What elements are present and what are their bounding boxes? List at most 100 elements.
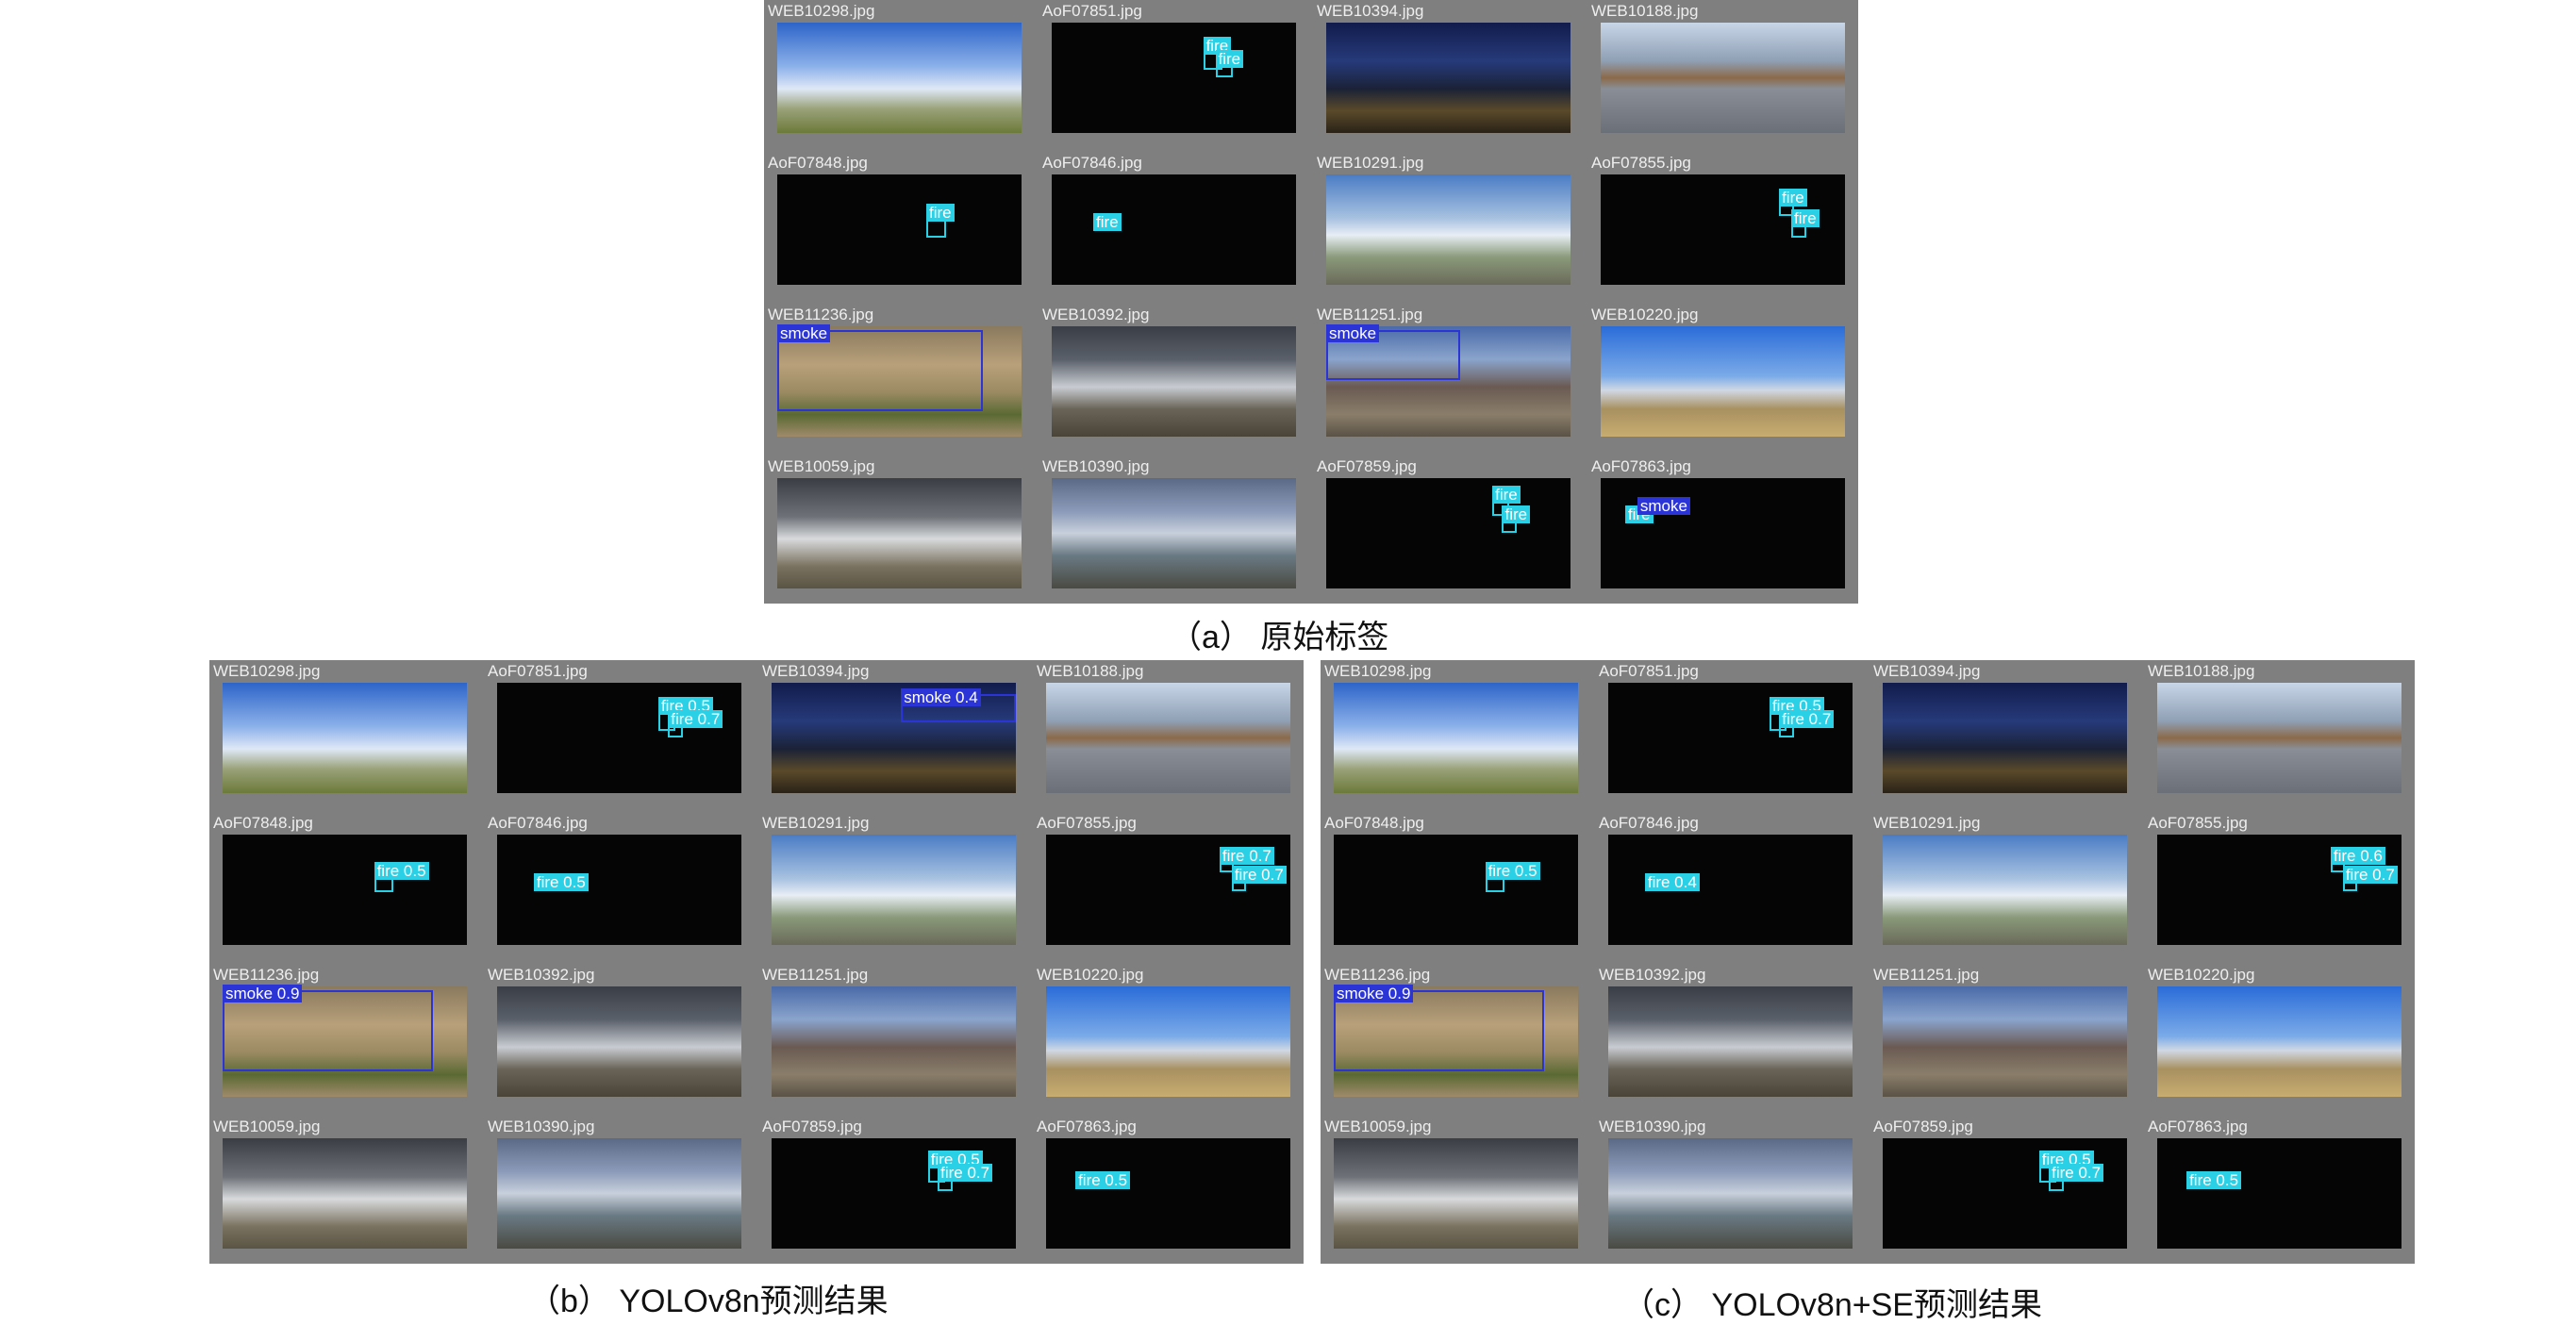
tile-photo xyxy=(1046,1138,1290,1249)
tile-filename: AoF07848.jpg xyxy=(213,814,313,832)
image-tile: AoF07863.jpgfiresmoke xyxy=(1587,455,1858,604)
tile-filename: WEB10059.jpg xyxy=(213,1118,321,1135)
tile-photo xyxy=(1608,1138,1853,1249)
image-tile: WEB11251.jpg xyxy=(1870,964,2140,1112)
smoke-label: smoke 0.9 xyxy=(1334,984,1414,1002)
image-tile: AoF07848.jpg fire 0.5 xyxy=(209,812,480,960)
tile-filename: WEB10390.jpg xyxy=(488,1118,595,1135)
tile-filename: AoF07846.jpg xyxy=(1599,814,1699,832)
smoke-label: smoke 0.4 xyxy=(901,687,981,706)
tile-photo xyxy=(2157,1138,2401,1249)
tile-photo xyxy=(1601,23,1845,133)
tile-filename: WEB10188.jpg xyxy=(1591,2,1699,20)
fire-label: fire 0.6 xyxy=(2330,846,2385,865)
fire-label: fire xyxy=(1502,505,1531,524)
image-tile: WEB10394.jpg smoke 0.4 xyxy=(758,660,1029,808)
fire-label: fire 0.5 xyxy=(1485,862,1540,881)
tile-photo xyxy=(1052,23,1296,133)
tile-photo xyxy=(1326,478,1571,588)
fire-label: fire 0.7 xyxy=(1231,865,1287,884)
tile-photo xyxy=(1046,683,1290,793)
tile-photo xyxy=(2157,683,2401,793)
tile-filename: WEB10291.jpg xyxy=(1317,154,1424,172)
tile-filename: AoF07859.jpg xyxy=(1317,457,1417,475)
tile-filename: WEB10390.jpg xyxy=(1599,1118,1706,1135)
image-tile: WEB10298.jpg xyxy=(764,0,1035,148)
tile-photo xyxy=(1326,23,1571,133)
caption-c: （c） YOLOv8n+SE预测结果 xyxy=(1622,1287,2042,1323)
fire-label: fire xyxy=(1779,189,1807,207)
tile-photo xyxy=(223,835,467,945)
tile-filename: WEB10188.jpg xyxy=(1037,662,1144,680)
caption-a: （a） 原始标签 xyxy=(1170,620,1389,655)
tile-filename: WEB10059.jpg xyxy=(768,457,875,475)
tile-filename: WEB11236.jpg xyxy=(213,966,320,984)
tile-photo xyxy=(1326,326,1571,437)
smoke-label: smoke xyxy=(1326,323,1380,342)
tile-filename: AoF07855.jpg xyxy=(1037,814,1137,832)
tile-filename: WEB10220.jpg xyxy=(1591,306,1699,323)
tile-filename: WEB10188.jpg xyxy=(2148,662,2255,680)
image-tile: WEB10220.jpg xyxy=(1033,964,1304,1112)
tile-filename: AoF07846.jpg xyxy=(488,814,588,832)
tile-filename: AoF07863.jpg xyxy=(1037,1118,1137,1135)
image-tile: WEB10188.jpg xyxy=(1033,660,1304,808)
tile-photo xyxy=(223,1138,467,1249)
smoke-bounding-box xyxy=(777,329,983,412)
tile-photo xyxy=(1601,478,1845,588)
fire-label: fire xyxy=(1215,50,1244,69)
tile-filename: WEB10394.jpg xyxy=(1873,662,1981,680)
tile-photo xyxy=(1052,326,1296,437)
image-tile: WEB10298.jpg xyxy=(1321,660,1591,808)
tile-filename: WEB10220.jpg xyxy=(2148,966,2255,984)
image-tile: WEB10059.jpg xyxy=(209,1116,480,1264)
image-tile: WEB10298.jpg xyxy=(209,660,480,808)
tile-filename: WEB11251.jpg xyxy=(1873,966,1980,984)
tile-photo xyxy=(1334,1138,1578,1249)
tile-photo xyxy=(1334,683,1578,793)
fire-label: fire 0.5 xyxy=(2186,1170,2242,1189)
tile-photo xyxy=(777,478,1022,588)
fire-label: fire xyxy=(1791,209,1820,228)
tile-photo xyxy=(1334,835,1578,945)
image-tile: WEB10390.jpg xyxy=(484,1116,755,1264)
tile-filename: WEB10298.jpg xyxy=(213,662,321,680)
tile-filename: WEB10394.jpg xyxy=(762,662,870,680)
image-tile: WEB10394.jpg xyxy=(1870,660,2140,808)
tile-photo xyxy=(1883,986,2127,1097)
image-tile: WEB10392.jpg xyxy=(1595,964,1866,1112)
image-tile: WEB11251.jpg xyxy=(758,964,1029,1112)
tile-filename: AoF07848.jpg xyxy=(768,154,868,172)
tile-filename: AoF07848.jpg xyxy=(1324,814,1424,832)
tile-filename: AoF07863.jpg xyxy=(1591,457,1691,475)
fire-label: fire 0.7 xyxy=(1779,710,1835,729)
tile-filename: AoF07859.jpg xyxy=(762,1118,862,1135)
image-tile: WEB10220.jpg xyxy=(2144,964,2415,1112)
tile-filename: AoF07863.jpg xyxy=(2148,1118,2248,1135)
image-tile: WEB10291.jpg xyxy=(758,812,1029,960)
tile-filename: AoF07859.jpg xyxy=(1873,1118,1973,1135)
image-tile: WEB10390.jpg xyxy=(1595,1116,1866,1264)
tile-photo xyxy=(1334,986,1578,1097)
image-tile: WEB10220.jpg xyxy=(1587,304,1858,452)
image-tile: AoF07863.jpg fire 0.5 xyxy=(2144,1116,2415,1264)
tile-filename: AoF07851.jpg xyxy=(488,662,588,680)
tile-filename: WEB10291.jpg xyxy=(762,814,870,832)
smoke-bounding-box xyxy=(1334,989,1544,1072)
tile-filename: WEB11251.jpg xyxy=(762,966,869,984)
tile-photo xyxy=(223,683,467,793)
image-tile: WEB10059.jpg xyxy=(764,455,1035,604)
tile-filename: WEB10220.jpg xyxy=(1037,966,1144,984)
tile-filename: WEB10059.jpg xyxy=(1324,1118,1432,1135)
fire-label: fire 0.5 xyxy=(374,862,429,881)
tile-photo xyxy=(777,174,1022,285)
